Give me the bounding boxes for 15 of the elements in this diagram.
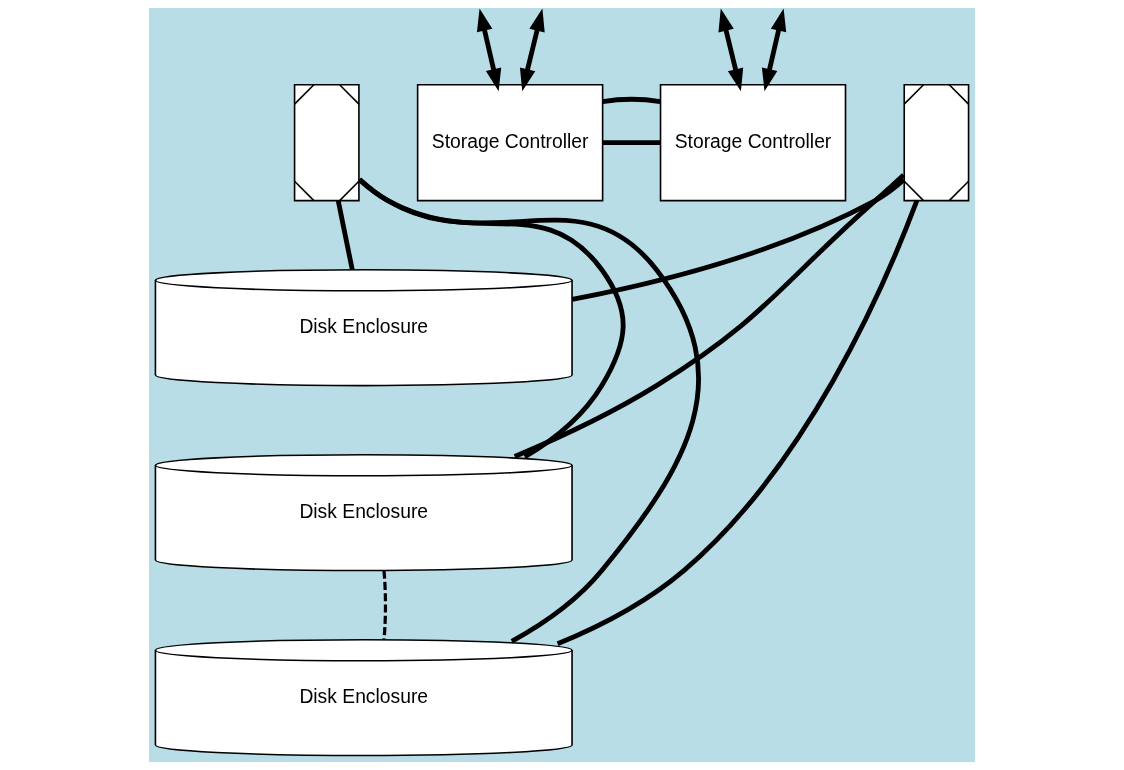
connector [357, 177, 701, 644]
connector [357, 177, 626, 459]
connector [382, 570, 388, 640]
connector [556, 199, 920, 646]
node-box: Storage Controller [659, 83, 847, 202]
arrow [761, 8, 787, 92]
connector [513, 173, 906, 459]
arrow [718, 8, 744, 92]
arrow [519, 8, 545, 92]
connector [335, 200, 355, 271]
connector [602, 96, 661, 105]
connector [571, 178, 906, 302]
node-box: Storage Controller [416, 83, 604, 202]
arrow [476, 8, 502, 92]
connector [602, 140, 661, 146]
